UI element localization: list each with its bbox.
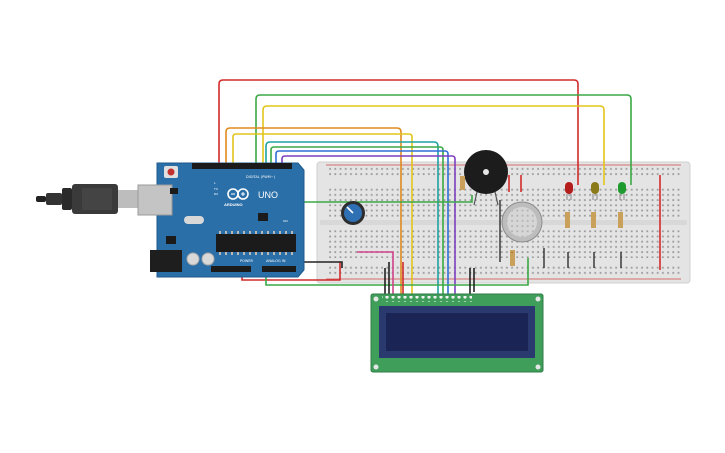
tx-label: TX [213, 187, 218, 191]
wire-orange-lcd [225, 127, 402, 296]
analog-pins-label: ANALOG IN [266, 259, 286, 263]
wire-yellow-led [262, 105, 605, 185]
wire-red-led [218, 79, 579, 185]
l-led-label: L [214, 181, 216, 185]
analog-header [262, 266, 296, 272]
wire-green-led [255, 94, 632, 185]
usb-jack [137, 184, 173, 216]
wire-green-lcd [270, 146, 444, 296]
board-brand-label: UNO [258, 190, 278, 200]
arduino-uno-board: ARDUINO UNO DIGITAL (PWM~) POWER ANALOG … [137, 162, 305, 278]
power-header [211, 266, 251, 272]
lcd-screen [386, 313, 528, 351]
wire-yellow-lcd [232, 133, 413, 296]
potentiometer-icon [341, 201, 365, 225]
wire-blue-lcd [275, 150, 449, 296]
capacitor-1 [186, 252, 200, 266]
led-yellow [591, 182, 599, 200]
led-green [618, 182, 626, 200]
lcd-display-icon [370, 293, 544, 373]
arduino-logo [227, 188, 249, 200]
rx-label: RX [214, 192, 218, 196]
wire-teal-lcd [265, 141, 439, 296]
wire-green-signal [250, 195, 473, 203]
led-red [565, 182, 573, 200]
buzzer-icon [464, 150, 508, 206]
power-pins-label: POWER [240, 259, 254, 263]
usb-cable-icon [36, 184, 140, 214]
gas-sensor-icon [501, 201, 543, 243]
buzzer-resistor [460, 176, 465, 190]
capacitor-2 [201, 252, 215, 266]
wire-purple-lcd [281, 155, 456, 296]
digital-header [192, 163, 292, 169]
led-resistor-green [618, 212, 623, 228]
led-resistor-red [565, 212, 570, 228]
power-jack [150, 250, 182, 272]
wire-pink-lcd [357, 251, 394, 296]
sensor-resistor [510, 250, 515, 266]
on-led-label: ON [283, 219, 288, 223]
wires [218, 79, 661, 296]
arduino-wordmark: ARDUINO [224, 202, 243, 207]
led-resistor-yellow [591, 212, 596, 228]
crystal [184, 216, 204, 224]
digital-pins-label: DIGITAL (PWM~) [246, 175, 276, 179]
atmega-chip [216, 234, 296, 252]
